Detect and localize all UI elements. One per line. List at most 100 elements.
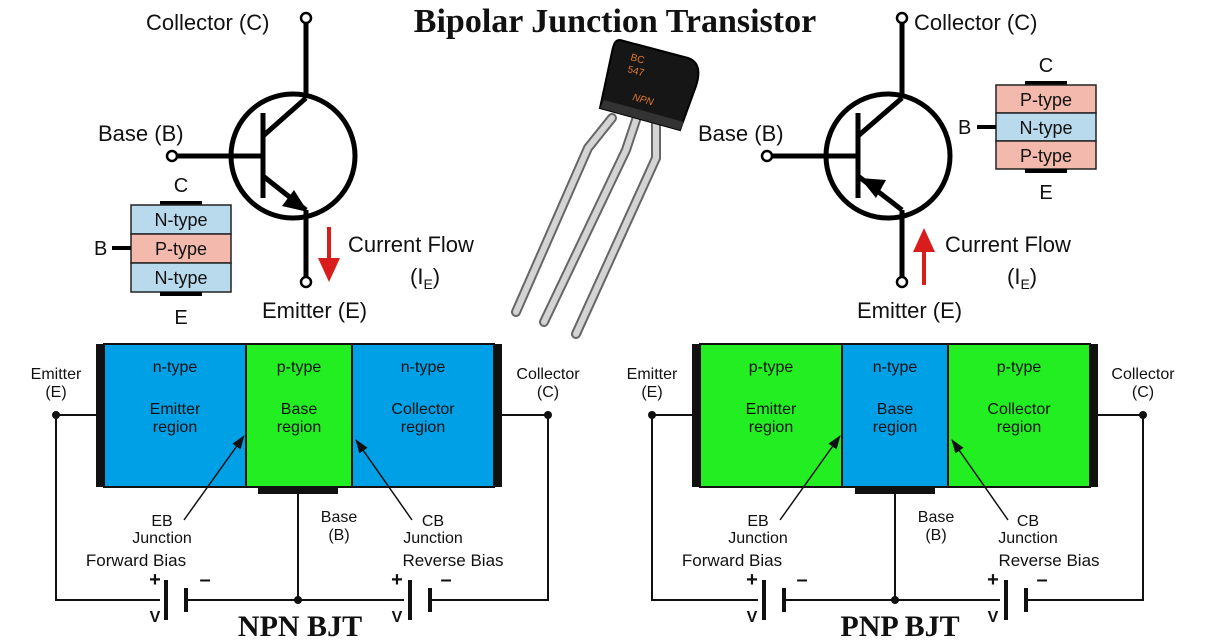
npn-current-flow-label: Current Flow	[348, 232, 474, 257]
pnp-reverse-v: V	[988, 609, 999, 626]
pnp-current-flow-label: Current Flow	[945, 232, 1071, 257]
npn-cb-label-2: Junction	[403, 530, 463, 547]
npn-forward-plus: +	[149, 569, 161, 591]
pnp-current-symbol: (IE)	[1007, 264, 1037, 292]
npn-emitter-terminal	[299, 275, 313, 289]
npn-circuit: n-type Emitter region p-type Base region…	[31, 343, 580, 642]
npn-collector-label: Collector (C)	[146, 10, 269, 35]
npn-collector-terminal-label-1: Collector	[516, 366, 580, 383]
npn-collector-terminal	[299, 11, 313, 25]
pnp-base-circuit-label-2: (B)	[925, 527, 946, 544]
npn-circuit-title: NPN BJT	[238, 610, 362, 642]
npn-layer-top: N-type	[154, 210, 207, 230]
npn-base-circuit-label-1: Base	[321, 509, 358, 526]
npn-eb-pointer	[183, 435, 245, 521]
package-legs	[511, 113, 661, 339]
pnp-layer-bot: P-type	[1020, 146, 1072, 166]
pnp-stack-b: B	[958, 117, 971, 139]
pnp-eb-label-2: Junction	[728, 530, 788, 547]
npn-region-1-name-2: region	[153, 419, 197, 436]
npn-reverse-v: V	[392, 609, 403, 626]
pnp-cb-pointer	[951, 439, 1009, 521]
pnp-emitter-contact	[692, 344, 700, 487]
pnp-region-3-type: p-type	[997, 359, 1042, 376]
pnp-eb-label-1: EB	[747, 513, 768, 530]
npn-base-circuit-label-2: (B)	[328, 527, 349, 544]
pnp-forward-minus: –	[796, 569, 807, 591]
npn-layer-mid: P-type	[155, 239, 207, 259]
npn-base-label: Base (B)	[98, 121, 184, 146]
npn-layer-bot: N-type	[154, 268, 207, 288]
pnp-forward-plus: +	[746, 569, 758, 591]
npn-stack-c: C	[174, 175, 188, 197]
npn-collector-region	[352, 344, 494, 487]
package-marking-1: BC	[629, 52, 645, 66]
npn-current-arrow	[318, 258, 340, 282]
package-marking-3: NPN	[631, 92, 655, 108]
npn-reverse-minus: –	[440, 569, 451, 591]
npn-region-3-type: n-type	[401, 359, 446, 376]
pnp-reverse-plus: +	[987, 569, 999, 591]
pnp-emitter-terminal-label-1: Emitter	[627, 366, 678, 383]
npn-emitter-label: Emitter (E)	[262, 298, 367, 323]
package-marking-2: 547	[626, 64, 645, 79]
npn-layer-stack: C N-type P-type N-type B E	[94, 175, 232, 329]
npn-eb-label-1: EB	[151, 513, 172, 530]
npn-base-region	[246, 344, 352, 487]
npn-reverse-plus: +	[391, 569, 403, 591]
npn-region-2-type: p-type	[277, 359, 322, 376]
pnp-cb-label-2: Junction	[998, 530, 1058, 547]
npn-region-2-name-2: region	[277, 419, 321, 436]
pnp-emitter-terminal-label-2: (E)	[641, 384, 662, 401]
pnp-collector-region	[948, 344, 1090, 487]
pnp-region-3-name-2: region	[997, 419, 1041, 436]
pnp-emitter-label: Emitter (E)	[857, 298, 962, 323]
pnp-region-1-name-2: region	[749, 419, 793, 436]
npn-emitter-terminal-label-2: (E)	[45, 384, 66, 401]
pnp-collector-label: Collector (C)	[914, 10, 1037, 35]
npn-cb-label-1: CB	[422, 513, 444, 530]
pnp-eb-pointer	[779, 435, 841, 521]
npn-emitter-contact	[96, 344, 104, 487]
npn-emitter-region	[104, 344, 246, 487]
pnp-stack-e: E	[1039, 182, 1052, 204]
npn-forward-v: V	[150, 609, 161, 626]
pnp-base-terminal	[760, 149, 774, 163]
pnp-circuit: p-type Emitter region n-type Base region…	[627, 343, 1175, 642]
npn-region-3-name-1: Collector	[391, 401, 455, 418]
pnp-reverse-minus: –	[1036, 569, 1047, 591]
npn-eb-label-2: Junction	[132, 530, 192, 547]
pnp-emitter-arrow	[860, 178, 886, 198]
pnp-region-2-type: n-type	[873, 359, 918, 376]
npn-collector-contact	[494, 344, 502, 487]
npn-reverse-bias-label: Reverse Bias	[402, 551, 503, 570]
pnp-base-contact	[855, 487, 935, 494]
pnp-collector-terminal-label-2: (C)	[1132, 384, 1154, 401]
npn-emitter-terminal-label-1: Emitter	[31, 366, 82, 383]
npn-emitter-arrow	[282, 190, 308, 212]
pnp-layer-mid: N-type	[1019, 118, 1072, 138]
pnp-emitter-region	[700, 344, 842, 487]
npn-base-terminal	[165, 149, 179, 163]
pnp-base-region	[842, 344, 948, 487]
npn-base-contact	[258, 487, 338, 494]
pnp-symbol: Collector (C) Base (B) Emitter (E) Curre…	[698, 10, 1097, 323]
pnp-layer-top: P-type	[1020, 90, 1072, 110]
pnp-base-label: Base (B)	[698, 121, 784, 146]
npn-collector-terminal-label-2: (C)	[537, 384, 559, 401]
pnp-collector-terminal-label-1: Collector	[1111, 366, 1175, 383]
pnp-emitter-terminal	[895, 275, 909, 289]
npn-region-3-name-2: region	[401, 419, 445, 436]
pnp-circuit-title: PNP BJT	[840, 610, 959, 642]
npn-stack-b: B	[94, 238, 107, 260]
pnp-collector-terminal	[895, 11, 909, 25]
npn-current-symbol: (IE)	[410, 264, 440, 292]
pnp-forward-v: V	[747, 609, 758, 626]
pnp-region-1-type: p-type	[749, 359, 794, 376]
pnp-cb-label-1: CB	[1017, 513, 1039, 530]
pnp-forward-bias-label: Forward Bias	[682, 551, 782, 570]
npn-region-1-name-1: Emitter	[150, 401, 201, 418]
npn-forward-minus: –	[199, 569, 210, 591]
npn-region-2-name-1: Base	[281, 401, 318, 418]
